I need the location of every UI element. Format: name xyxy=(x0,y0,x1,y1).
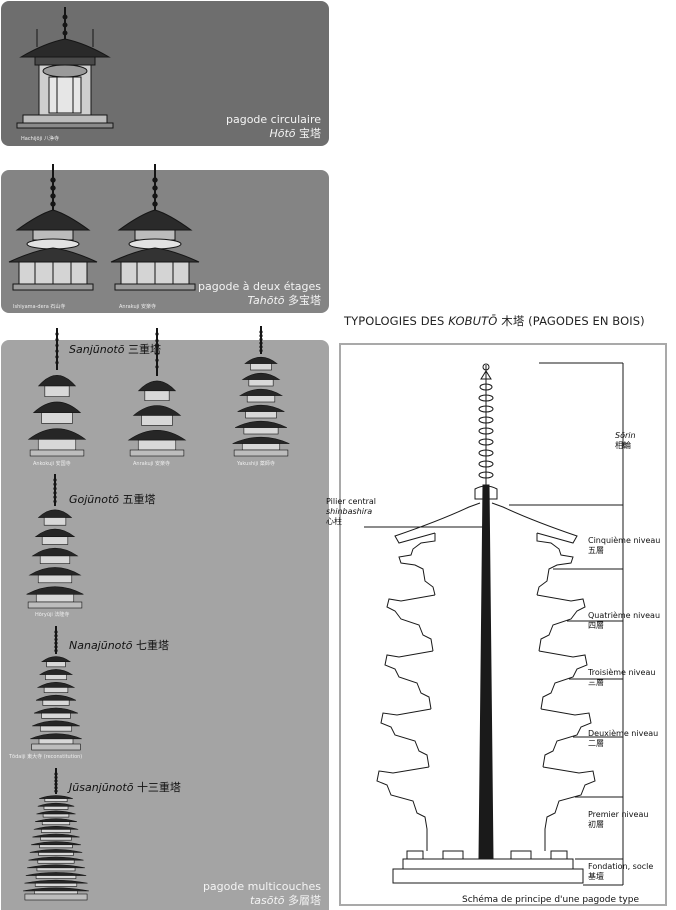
pagoda-label: Yakushiji 薬師寺 xyxy=(237,460,275,467)
sanjunoto-pagoda-drawing-1 xyxy=(25,328,89,458)
schematic-caption: Schéma de principe d'une pagode type xyxy=(462,895,639,905)
caption-kanji: 多宝塔 xyxy=(288,294,321,307)
caption-romaji: tasōtō xyxy=(250,894,285,907)
caption-french: pagode circulaire xyxy=(226,113,321,127)
panel-tasoto: Sanjūnotō 三重塔 Ankokuji 安国寺 Anrakuji 安楽寺 … xyxy=(1,340,329,910)
caption-kanji: 多層塔 xyxy=(288,894,321,907)
hoto-pagoda-drawing xyxy=(15,7,115,129)
gojunoto-pagoda-drawing xyxy=(23,474,87,610)
panel-caption: pagode à deux étages Tahōtō 多宝塔 xyxy=(198,280,321,308)
panel-hoto: Hachijōji 八浄寺 pagode circulaire Hōtō 宝塔 xyxy=(1,1,329,146)
pagoda-label: Anrakuji 安楽寺 xyxy=(133,460,170,467)
nanajunoto-pagoda-drawing xyxy=(27,626,85,752)
caption-french: pagode à deux étages xyxy=(198,280,321,294)
caption-french: pagode multicouches xyxy=(203,880,321,894)
pagoda-label: Tōdaiji 東大寺 (reconstitution) xyxy=(9,753,82,760)
caption-romaji: Tahōtō xyxy=(247,294,284,307)
pagoda-label: Hōryūji 法隆寺 xyxy=(35,611,69,618)
tahoto-pagoda-drawing-1 xyxy=(9,164,97,294)
panel-caption: pagode multicouches tasōtō 多層塔 xyxy=(203,880,321,908)
jusanjunoto-pagoda-drawing xyxy=(19,768,93,902)
sanjunoto-pagoda-drawing-2 xyxy=(125,328,189,458)
tahoto-pagoda-drawing-2 xyxy=(111,164,199,294)
pagoda-label: Ishiyama-dera 石山寺 xyxy=(13,303,65,310)
pagoda-label: Anrakuji 安楽寺 xyxy=(119,303,156,310)
caption-romaji: Hōtō xyxy=(269,127,295,140)
pagoda-label: Ankokuji 安国寺 xyxy=(33,460,71,467)
sanjunoto-pagoda-drawing-3 xyxy=(229,326,293,458)
panel-tahoto: Ishiyama-dera 石山寺 Anrakuji 安楽寺 pagode à … xyxy=(1,170,329,313)
section-heading: TYPOLOGIES DES KOBUTŌ 木塔 (PAGODES EN BOI… xyxy=(344,313,645,329)
pagoda-label: Hachijōji 八浄寺 xyxy=(21,135,59,142)
caption-kanji: 宝塔 xyxy=(299,127,321,140)
panel-caption: pagode circulaire Hōtō 宝塔 xyxy=(226,113,321,141)
